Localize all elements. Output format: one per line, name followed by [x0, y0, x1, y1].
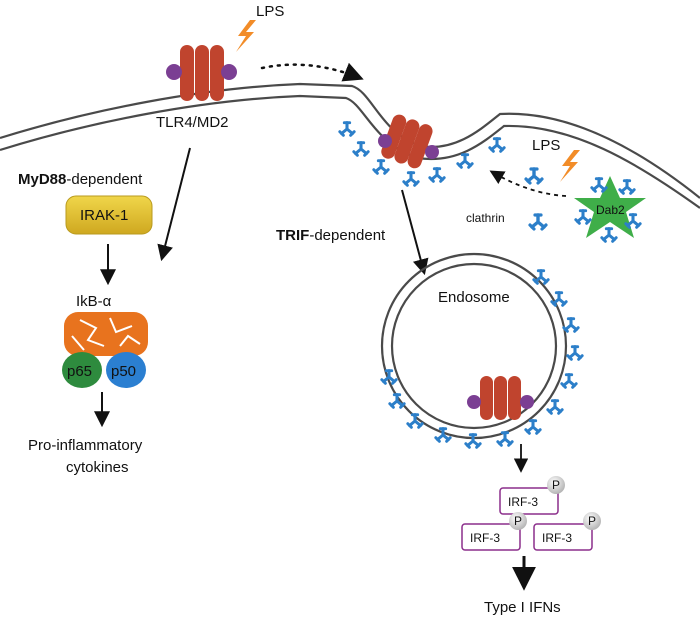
endosome-label: Endosome — [438, 289, 510, 306]
svg-text:P: P — [588, 514, 596, 528]
tlr4-md2-receptor — [166, 45, 237, 101]
clathrin-free-icon — [524, 167, 544, 185]
phospho-b: P — [509, 512, 527, 530]
svg-text:P: P — [514, 514, 522, 528]
clathrin-label: clathrin — [466, 211, 505, 225]
cytokines-label-1: Pro-inflammatory — [28, 437, 143, 454]
dab2-adaptor — [574, 176, 646, 243]
lps-top-label: LPS — [256, 3, 284, 20]
internalization-arrow — [260, 62, 364, 82]
p65-subunit: p65 — [62, 352, 102, 388]
irf3-label-a: IRF-3 — [508, 495, 538, 509]
phospho-a: P — [547, 476, 565, 494]
irf3-box-b: IRF-3 — [461, 523, 521, 551]
ikb-alpha-complex — [64, 312, 148, 356]
p65-label: p65 — [67, 363, 92, 380]
irf3-box-a: IRF-3 — [499, 487, 559, 515]
endosomal-tlr4-receptor — [467, 376, 534, 420]
internalizing-receptor — [378, 114, 439, 169]
ikb-alpha-label: IkB-α — [76, 293, 112, 310]
p50-subunit: p50 — [106, 352, 146, 388]
irf3-label-c: IRF-3 — [542, 531, 572, 545]
type1-ifns-label: Type I IFNs — [484, 599, 561, 616]
irf3-label-b: IRF-3 — [470, 531, 500, 545]
lps-right-label: LPS — [532, 137, 560, 154]
trif-label: TRIF-dependent — [276, 227, 386, 244]
lps-bolt-icon-right — [560, 150, 580, 182]
lps-bolt-icon — [236, 20, 256, 52]
irak1-label: IRAK-1 — [80, 207, 128, 224]
endosome — [380, 252, 568, 440]
myd88-label: MyD88-dependent — [18, 171, 143, 188]
myd88-arrow — [157, 147, 191, 262]
clathrin-free-icon-2 — [528, 213, 548, 231]
svg-text:P: P — [552, 478, 560, 492]
tlr4-md2-label: TLR4/MD2 — [156, 114, 229, 131]
phospho-c: P — [583, 512, 601, 530]
p50-label: p50 — [111, 363, 136, 380]
cytokines-label-2: cytokines — [66, 459, 129, 476]
dab2-label: Dab2 — [596, 203, 625, 217]
trif-arrow — [401, 189, 429, 276]
irak1-box: IRAK-1 — [65, 195, 153, 235]
irf3-box-c: IRF-3 — [533, 523, 593, 551]
